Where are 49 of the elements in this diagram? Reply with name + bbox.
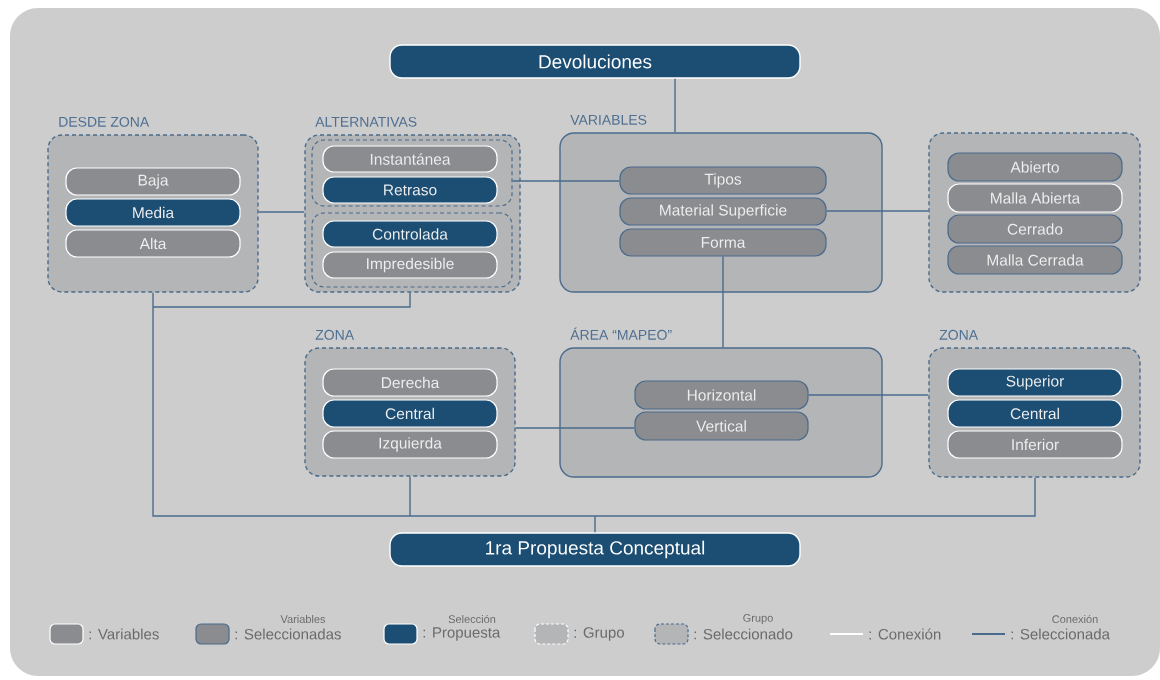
legend-label: : Propuesta	[423, 627, 501, 641]
option-pill: Derecha	[322, 368, 498, 397]
option-pill: Central	[322, 399, 498, 428]
option-pill: Superior	[947, 368, 1123, 397]
connector-line	[258, 211, 305, 213]
option-pill: Forma	[619, 228, 827, 257]
option-pill: Media	[65, 198, 241, 227]
option-pill: Malla Cerrada	[947, 245, 1123, 275]
connector-line	[515, 427, 636, 429]
group-heading: ALTERNATIVAS	[315, 116, 417, 127]
option-pill: Abierto	[947, 152, 1123, 182]
option-pill: Retraso	[322, 176, 498, 204]
option-pill: Tipos	[619, 166, 827, 195]
option-pill: Alta	[65, 229, 241, 258]
option-pill: Impredesible	[322, 251, 498, 279]
title-box: 1ra Propuesta Conceptual	[389, 532, 801, 567]
legend-heading: Grupo	[743, 614, 773, 624]
legend-label: : Grupo	[574, 627, 624, 641]
option-pill: Izquierda	[322, 430, 498, 459]
legend-label: : Conexión	[869, 628, 941, 640]
legend-heading: Variables	[280, 614, 326, 624]
legend-label: : Seleccionado	[694, 628, 793, 640]
option-pill: Inferior	[947, 430, 1123, 459]
option-pill: Cerrado	[947, 214, 1123, 244]
legend-heading: Selección	[448, 614, 496, 624]
connector-line	[807, 394, 929, 396]
connector-line	[722, 255, 724, 348]
option-pill: Baja	[65, 167, 241, 196]
connector-line	[152, 292, 1036, 533]
option-pill: Material Superficie	[619, 197, 827, 226]
group-heading: ZONA	[939, 329, 979, 340]
connector-line	[511, 180, 621, 182]
option-pill: Controlada	[322, 220, 498, 248]
group-heading: ZONA	[315, 329, 355, 340]
legend-label: : Variables	[89, 628, 159, 640]
option-pill: Central	[947, 399, 1123, 428]
option-pill: Horizontal	[634, 380, 809, 410]
option-pill: Malla Abierta	[947, 183, 1123, 213]
legend-label: : Seleccionadas	[235, 628, 341, 640]
group-heading: VARIABLES	[570, 114, 647, 125]
group-heading: ÁREA “MAPEO”	[570, 327, 672, 340]
legend-heading: Conexión	[1052, 614, 1098, 624]
group-heading: DESDE ZONA	[59, 116, 150, 127]
title-box: Devoluciones	[389, 44, 801, 79]
connector-line	[674, 78, 676, 133]
legend-label: : Seleccionada	[1011, 628, 1110, 640]
option-pill: Instantánea	[322, 145, 498, 173]
connector-line	[825, 210, 929, 212]
option-pill: Vertical	[634, 411, 809, 441]
